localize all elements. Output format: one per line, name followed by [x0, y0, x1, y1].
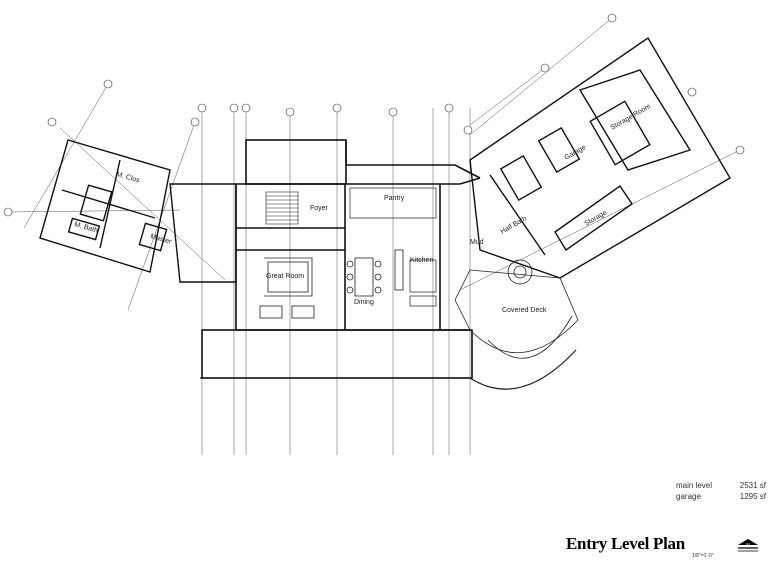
area-value: 2531 sf — [739, 481, 766, 490]
garage-wing — [469, 36, 731, 279]
room-label-master: Master — [149, 233, 172, 246]
svg-text:N: N — [746, 543, 750, 549]
room-label-storage-room: Storage Room — [610, 103, 653, 132]
master-wing — [39, 139, 237, 283]
room-label-half-bath: Half Bath — [500, 215, 529, 236]
covered-deck — [454, 259, 579, 359]
room-label-mbath: M. Bath — [73, 221, 98, 234]
north-arrow-icon: N — [738, 539, 758, 552]
stair — [265, 191, 299, 225]
room-label-storage: Storage — [584, 209, 609, 227]
room-label-great-room: Great Room — [266, 273, 304, 280]
area-label: main level — [676, 481, 713, 490]
area-label: garage — [676, 492, 701, 501]
site-edge — [200, 349, 577, 390]
room-label-garage: Garage — [564, 144, 588, 162]
sofa — [259, 257, 315, 319]
grid-lines — [7, 17, 741, 455]
area-row-main-level: main level 2531 sf — [676, 480, 766, 491]
kitchen-counters — [349, 187, 437, 307]
room-label-kitchen: Kitchen — [410, 257, 433, 264]
plan-scale: 1/8"=1'-0" — [692, 553, 714, 559]
room-label-pantry: Pantry — [384, 195, 405, 202]
dining-table — [346, 249, 404, 297]
grid-bubbles — [3, 13, 745, 217]
area-row-garage: garage 1295 sf — [676, 491, 766, 502]
area-value: 1295 sf — [739, 492, 766, 501]
main-house-walls — [201, 139, 481, 379]
area-summary: main level 2531 sf garage 1295 sf — [676, 480, 766, 502]
plan-title: Entry Level Plan — [566, 534, 685, 553]
room-label-mud: Mud — [470, 239, 484, 246]
room-label-dining: Dining — [354, 299, 374, 306]
room-label-foyer: Foyer — [310, 205, 329, 212]
room-label-covered-deck: Covered Deck — [502, 307, 547, 314]
title-block: Entry Level Plan 1/8"=1'-0" N — [566, 534, 766, 560]
